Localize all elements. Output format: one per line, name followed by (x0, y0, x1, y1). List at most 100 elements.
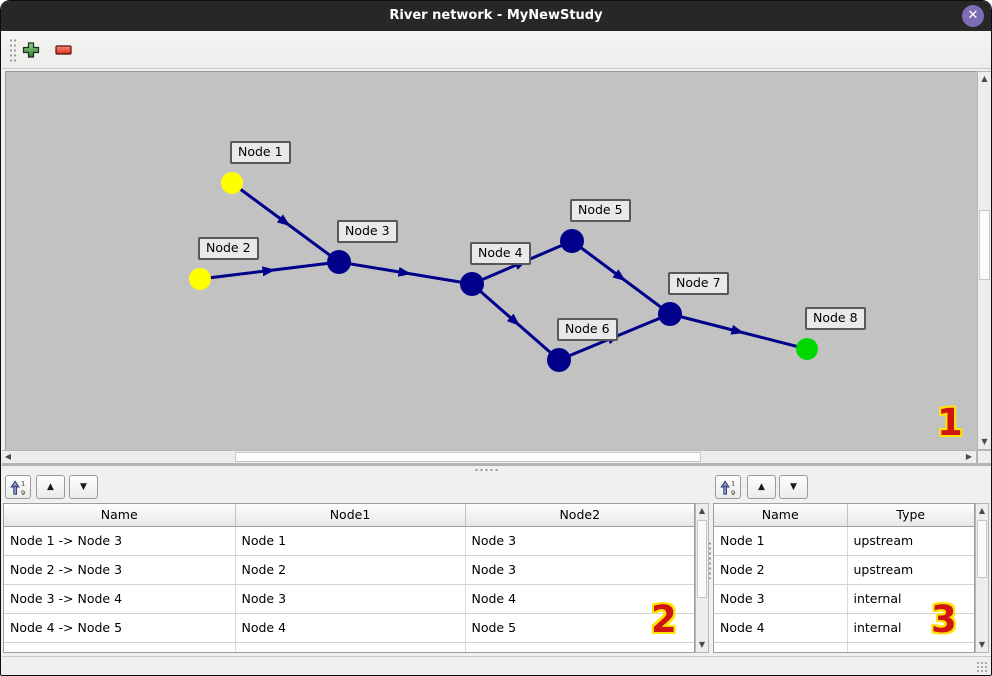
edge-name-cell: Node 1 -> Node 3 (4, 526, 236, 556)
svg-text:9: 9 (731, 489, 735, 496)
network-canvas[interactable]: Node 1 Node 2 Node 3 Node 4 Node 5 Node 6 Node… (5, 71, 977, 450)
network-node-n7[interactable] (658, 302, 682, 326)
network-edge-n7-n8[interactable] (669, 312, 808, 351)
window-title: River network - MyNewStudy (389, 8, 603, 23)
edges-table: Name Node1 Node2 Node 1 -> Node 3 Node 1… (3, 503, 695, 653)
node-label-n6[interactable]: Node 6 (557, 318, 618, 341)
edges-table-scrollbar[interactable]: ▲ ▼ (695, 503, 709, 653)
node-name-cell: Node 4 (714, 613, 848, 643)
node-name-cell: Node 2 (714, 555, 848, 585)
edges-table-row[interactable] (4, 642, 694, 652)
edges-header-node2[interactable]: Node2 (465, 504, 694, 527)
scroll-left-icon[interactable]: ◀ (4, 452, 12, 461)
minus-icon (54, 45, 72, 55)
down-arrow-icon: ▼ (790, 482, 797, 492)
nodes-table-scrollbar[interactable]: ▲ ▼ (975, 503, 989, 653)
network-edge-n4-n6[interactable] (471, 282, 560, 362)
nodes-table: Name Type Node 1 upstream Node 2 upstrea… (713, 503, 975, 653)
move-node-down-button[interactable]: ▼ (779, 475, 808, 499)
edge-name-cell: Node 4 -> Node 5 (4, 613, 236, 643)
edge-name-cell: Node 2 -> Node 3 (4, 555, 236, 585)
sort-ascending-icon: 1 9 (720, 479, 735, 496)
scrollbar-corner (977, 450, 991, 464)
nodes-table-scroll-thumb[interactable] (977, 520, 987, 578)
resize-grip-icon[interactable] (976, 661, 988, 673)
horizontal-splitter[interactable] (2, 464, 991, 472)
up-arrow-icon: ▲ (47, 482, 54, 492)
nodes-table-row[interactable] (714, 642, 974, 652)
sort-edges-button[interactable]: 1 9 (5, 475, 31, 499)
node-type-cell: upstream (847, 555, 974, 585)
node-type-cell: internal (847, 584, 974, 614)
network-node-n2[interactable] (189, 268, 211, 290)
scroll-up-icon[interactable]: ▲ (981, 74, 988, 83)
scroll-up-icon[interactable]: ▲ (698, 506, 706, 515)
add-node-button[interactable] (18, 37, 44, 63)
network-edge-n3-n4[interactable] (338, 260, 473, 286)
canvas-vertical-scrollbar[interactable]: ▲ ▼ (977, 71, 991, 450)
scroll-down-icon[interactable]: ▼ (981, 437, 988, 446)
edges-header-node1[interactable]: Node1 (235, 504, 466, 527)
canvas-vscroll-thumb[interactable] (979, 210, 990, 280)
canvas-hscroll-thumb[interactable] (235, 452, 701, 462)
edges-header-name[interactable]: Name (4, 504, 236, 527)
network-node-n6[interactable] (547, 348, 571, 372)
scroll-right-icon[interactable]: ▶ (965, 452, 973, 461)
close-button[interactable]: ✕ (962, 5, 984, 27)
node-label-n3[interactable]: Node 3 (337, 220, 398, 243)
remove-node-button[interactable] (50, 37, 76, 63)
svg-text:1: 1 (21, 479, 25, 487)
down-arrow-icon: ▼ (80, 482, 87, 492)
network-node-n1[interactable] (221, 172, 243, 194)
splitter-handle-icon (474, 468, 500, 472)
move-edge-up-button[interactable]: ▲ (36, 475, 65, 499)
status-bar (2, 656, 991, 675)
nodes-header-type[interactable]: Type (847, 504, 974, 527)
network-node-n4[interactable] (460, 272, 484, 296)
move-node-up-button[interactable]: ▲ (747, 475, 776, 499)
node-label-n4[interactable]: Node 4 (470, 242, 531, 265)
step-marker-2: 2 (651, 598, 677, 641)
network-edge-n1-n3[interactable] (231, 181, 340, 264)
scroll-down-icon[interactable]: ▼ (698, 640, 706, 649)
nodes-table-row[interactable]: Node 4 internal (714, 613, 974, 643)
close-icon: ✕ (967, 8, 979, 23)
edge-name-cell: Node 3 -> Node 4 (4, 584, 236, 614)
network-edge-n5-n7[interactable] (571, 239, 671, 316)
network-node-n8[interactable] (796, 338, 818, 360)
network-edge-n2-n3[interactable] (199, 260, 340, 281)
nodes-table-row[interactable]: Node 2 upstream (714, 555, 974, 585)
sort-ascending-icon: 1 9 (10, 479, 25, 496)
plus-icon (22, 42, 40, 58)
scroll-down-icon[interactable]: ▼ (978, 640, 986, 649)
network-node-n5[interactable] (560, 229, 584, 253)
edges-table-row[interactable]: Node 2 -> Node 3 Node 2 Node 3 (4, 555, 694, 585)
sort-nodes-button[interactable]: 1 9 (715, 475, 741, 499)
nodes-table-row[interactable]: Node 1 upstream (714, 526, 974, 556)
node-label-n1[interactable]: Node 1 (230, 141, 291, 164)
vertical-splitter[interactable] (708, 541, 713, 579)
move-edge-down-button[interactable]: ▼ (69, 475, 98, 499)
edge-node1-cell: Node 4 (235, 613, 466, 643)
edges-table-row[interactable]: Node 3 -> Node 4 Node 3 Node 4 (4, 584, 694, 614)
node-name-cell: Node 3 (714, 584, 848, 614)
network-node-n3[interactable] (327, 250, 351, 274)
node-label-n2[interactable]: Node 2 (198, 237, 259, 260)
node-label-n7[interactable]: Node 7 (668, 272, 729, 295)
edge-node2-cell: Node 3 (465, 526, 694, 556)
up-arrow-icon: ▲ (758, 482, 765, 492)
toolbar-drag-handle[interactable] (9, 38, 18, 63)
scroll-up-icon[interactable]: ▲ (978, 506, 986, 515)
edges-table-scroll-thumb[interactable] (697, 520, 707, 598)
canvas-horizontal-scrollbar[interactable]: ◀ ▶ (2, 450, 977, 464)
edges-table-row[interactable]: Node 1 -> Node 3 Node 1 Node 3 (4, 526, 694, 556)
nodes-header-name[interactable]: Name (714, 504, 848, 527)
edge-node2-cell: Node 3 (465, 555, 694, 585)
step-marker-1: 1 (937, 401, 963, 444)
node-label-n5[interactable]: Node 5 (570, 199, 631, 222)
edges-table-row[interactable]: Node 4 -> Node 5 Node 4 Node 5 (4, 613, 694, 643)
node-label-n8[interactable]: Node 8 (805, 307, 866, 330)
node-type-cell: upstream (847, 526, 974, 556)
titlebar: River network - MyNewStudy ✕ (1, 1, 991, 31)
nodes-table-row[interactable]: Node 3 internal (714, 584, 974, 614)
